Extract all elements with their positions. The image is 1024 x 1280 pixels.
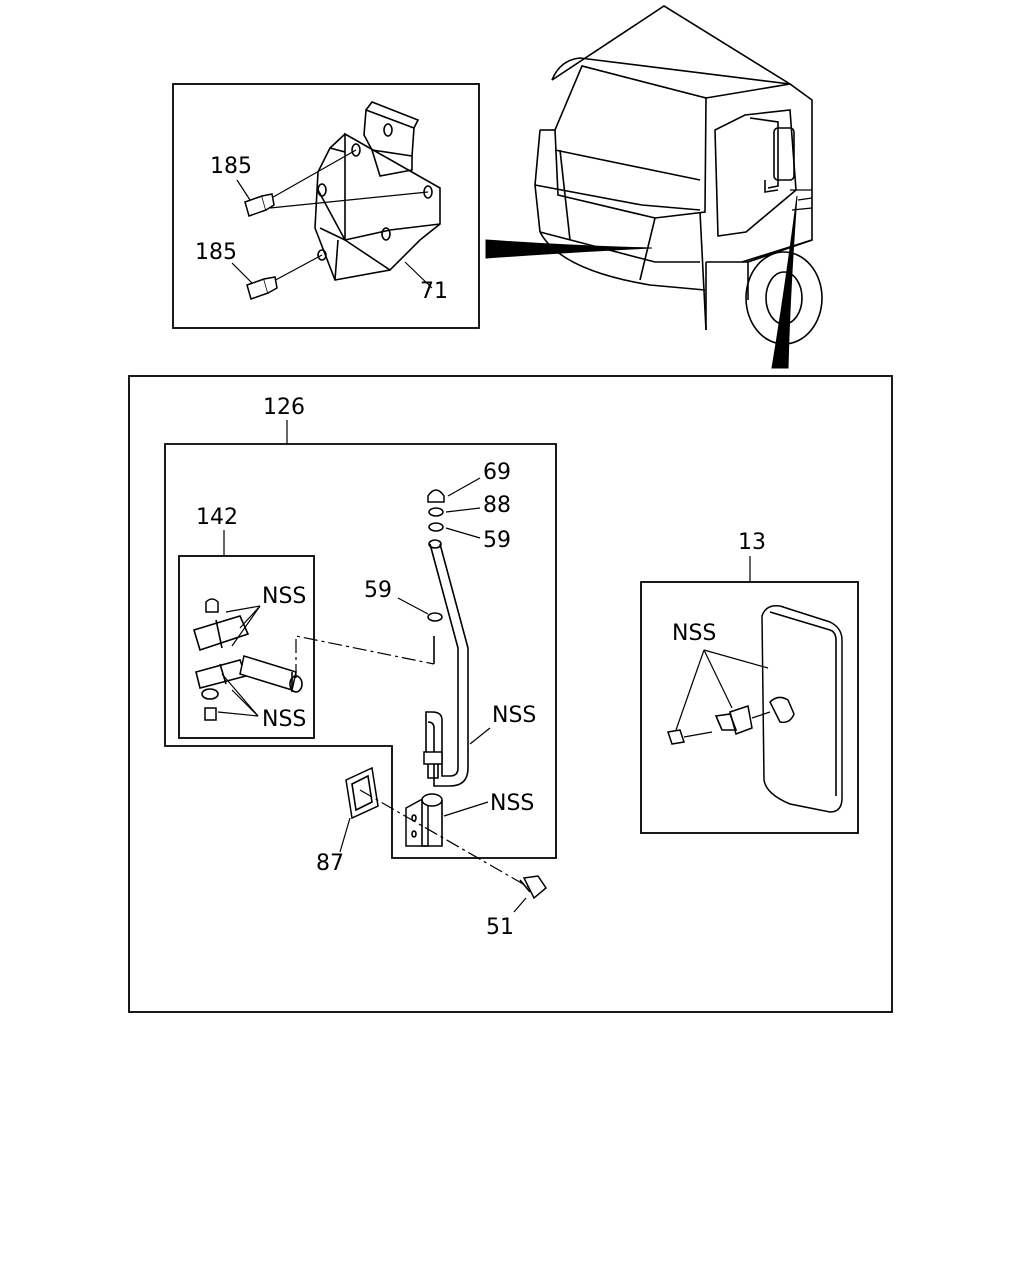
truck-cab-illustration	[485, 5, 823, 369]
mirror-assembly-panel: 126 142 NSS NSS 59	[128, 375, 893, 1013]
bolt-upper-callout: 185	[210, 154, 252, 179]
bracket-detail-panel: 185 185 71	[172, 83, 480, 329]
nss-upper-callout: NSS	[262, 584, 306, 609]
washer-59-callout: 59	[483, 528, 511, 553]
washer-88-callout: 88	[483, 493, 511, 518]
nss-mirror-callout: NSS	[672, 621, 716, 646]
cap-nut-callout: 69	[483, 460, 511, 485]
bolt-icon	[246, 276, 278, 300]
washer-left-callout: 59	[364, 578, 392, 603]
nss-lower-callout: NSS	[262, 707, 306, 732]
mirror-callout: 13	[738, 530, 766, 555]
seal-callout: 87	[316, 851, 344, 876]
nss-arm-callout: NSS	[492, 703, 536, 728]
screw-callout: 51	[486, 915, 514, 940]
nss-base-callout: NSS	[490, 791, 534, 816]
arm-assembly-callout: 126	[263, 395, 305, 420]
bracket-callout: 71	[420, 279, 448, 304]
bolt-lower-callout: 185	[195, 240, 237, 265]
sub-assembly-callout: 142	[196, 505, 238, 530]
bolt-icon	[244, 193, 275, 217]
